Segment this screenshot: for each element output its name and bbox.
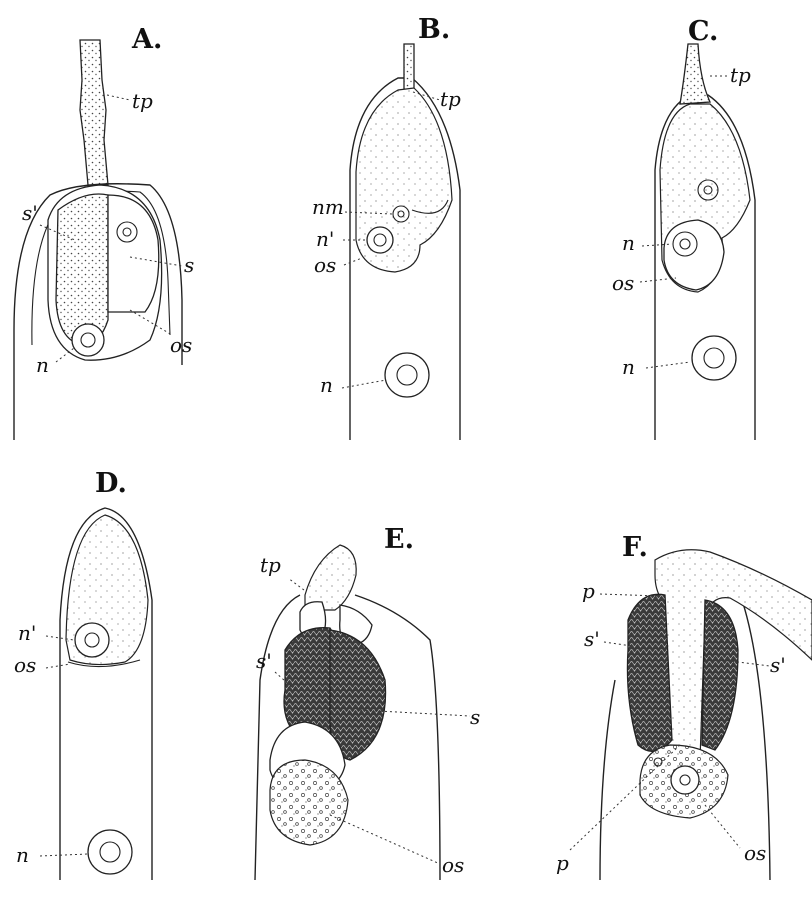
panel-b-n-leader — [342, 380, 386, 388]
panel-f: F. p s' s' p os — [556, 532, 812, 880]
panel-b: B. tp nm n' os n — [312, 14, 461, 440]
panel-d-nucleus-n-prime — [75, 623, 109, 657]
panel-a-nucleus — [72, 324, 104, 356]
panel-c-n-leader — [646, 362, 690, 368]
panel-c-label-tp: tp — [730, 63, 751, 87]
panel-a-label-s: s — [184, 253, 194, 277]
panel-a-synergid-s — [108, 195, 159, 312]
panel-a-letter: A. — [131, 24, 162, 55]
panel-c-egg-os — [664, 220, 724, 290]
panel-b-label-os: os — [314, 253, 336, 277]
panel-c-label-n-inner: n — [622, 231, 635, 255]
panel-d-nucleus-n — [88, 830, 132, 874]
panel-e-label-os: os — [442, 853, 464, 877]
panel-b-label-n-prime: n' — [316, 227, 334, 251]
panel-e-tp-leader — [288, 578, 304, 590]
panel-f-synergid-left — [627, 594, 672, 751]
panel-c-letter: C. — [688, 16, 718, 47]
panel-c-label-n: n — [622, 355, 635, 379]
panel-b-nucleus-n-prime — [367, 227, 393, 253]
panel-e-letter: E. — [384, 524, 414, 555]
panel-f-label-os: os — [744, 841, 766, 865]
panel-c: C. tp n os n — [612, 16, 755, 440]
panel-c-os-leader — [640, 278, 676, 282]
panel-b-label-n: n — [320, 373, 333, 397]
panel-c-nucleus-n — [692, 336, 736, 380]
panel-a-pollen-tube — [80, 40, 108, 185]
panel-f-label-s-prime-left: s' — [584, 627, 600, 651]
panel-b-nucleus-n — [385, 353, 429, 397]
panel-b-os-leader — [344, 258, 362, 265]
panel-b-label-nm: nm — [312, 195, 344, 219]
panel-d: D. n' os n — [14, 468, 152, 880]
panel-a-label-os: os — [170, 333, 192, 357]
panel-f-letter: F. — [622, 532, 648, 563]
panel-f-synergid-right — [702, 600, 738, 750]
panel-e-label-s-prime: s' — [256, 649, 272, 673]
panel-d-label-n: n — [16, 843, 29, 867]
panel-f-os-leader — [705, 805, 740, 848]
panel-f-egg-nucleus — [671, 766, 699, 794]
panel-e-synergid-s — [330, 630, 386, 760]
panel-a: A. tp s' s os n — [14, 24, 194, 440]
panel-c-label-os: os — [612, 271, 634, 295]
panel-a-label-n: n — [36, 353, 49, 377]
panel-d-label-n-prime: n' — [18, 621, 36, 645]
panel-f-label-s-prime-right: s' — [770, 653, 786, 677]
panel-d-n-leader — [40, 854, 88, 856]
panel-b-letter: B. — [418, 14, 450, 45]
panel-e: E. tp s' s os — [255, 524, 480, 880]
panel-f-label-p-top: p — [582, 579, 595, 603]
panel-d-os-leader — [46, 664, 70, 668]
panel-e-label-tp: tp — [260, 553, 281, 577]
panel-e-os-leader — [330, 815, 440, 864]
panel-e-pollen-tube — [305, 545, 356, 610]
panel-a-tp-leader — [107, 95, 130, 100]
panel-e-label-s: s — [470, 705, 480, 729]
panel-f-label-p-bottom: p — [556, 851, 569, 875]
panel-a-synergid-s-prime — [56, 194, 108, 345]
panel-a-label-s-prime: s' — [22, 201, 38, 225]
panel-d-label-os: os — [14, 653, 36, 677]
panel-d-letter: D. — [95, 468, 127, 499]
panel-b-label-tp: tp — [440, 87, 461, 111]
panel-c-pollen-tube — [680, 44, 710, 104]
panel-a-label-tp: tp — [132, 89, 153, 113]
